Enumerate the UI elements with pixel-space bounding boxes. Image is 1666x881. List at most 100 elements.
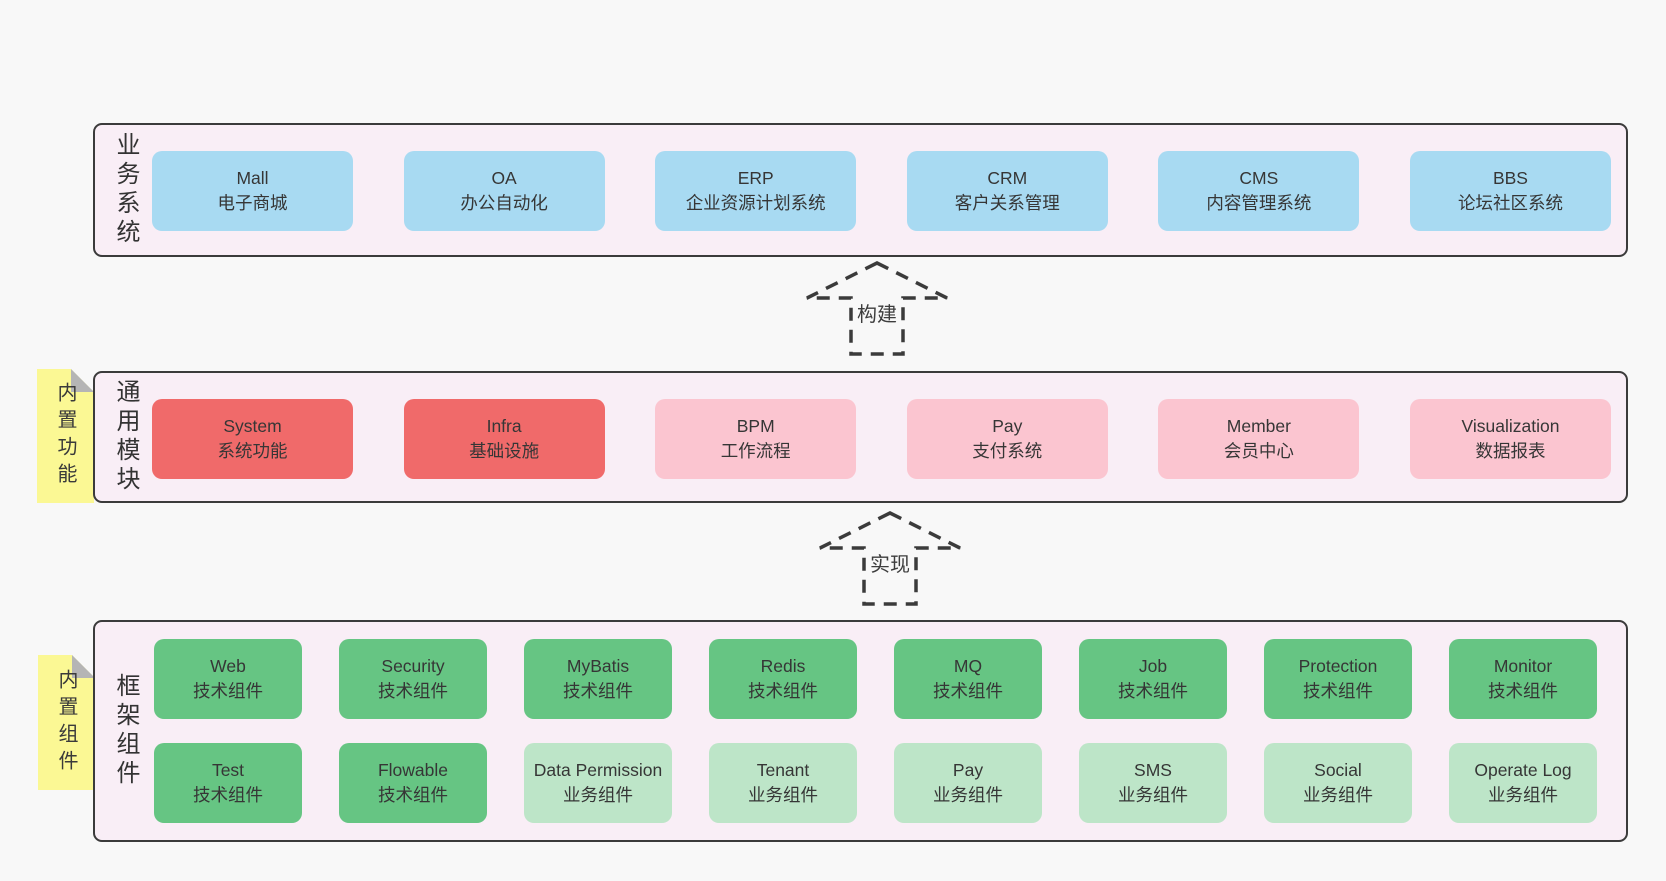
box-title: Tenant bbox=[756, 760, 810, 780]
box-subtitle: 工作流程 bbox=[720, 441, 791, 461]
box-subtitle: 业务组件 bbox=[1488, 785, 1558, 805]
folded-corner-icon bbox=[72, 655, 95, 678]
folded-corner-icon bbox=[71, 369, 94, 392]
band-common-modules: 通用模块 System 系统功能 Infra 基础设施 BPM 工作流程 Pay 支付系统 Me… bbox=[93, 371, 1628, 503]
sticky-note-shape bbox=[37, 369, 94, 503]
box-subtitle: 技术组件 bbox=[378, 681, 448, 701]
box-title: BBS bbox=[1492, 168, 1528, 188]
box-title: Infra bbox=[486, 416, 522, 436]
component-box-sms: SMS 业务组件 bbox=[1079, 743, 1227, 823]
box-subtitle: 支付系统 bbox=[972, 441, 1043, 461]
component-box-bbs: BBS 论坛社区系统 bbox=[1409, 151, 1611, 231]
box-title: Security bbox=[381, 656, 445, 676]
box-title: Pay bbox=[952, 760, 984, 780]
component-box-mybatis: MyBatis 技术组件 bbox=[524, 639, 672, 719]
box-title: Operate Log bbox=[1474, 760, 1572, 780]
box-title: Web bbox=[210, 656, 246, 676]
dashed-up-arrow-icon bbox=[806, 261, 948, 356]
component-box-oa: OA 办公自动化 bbox=[403, 151, 605, 231]
box-subtitle: 基础设施 bbox=[469, 441, 540, 461]
box-title: BPM bbox=[736, 416, 775, 436]
box-title: OA bbox=[491, 168, 517, 188]
box-subtitle: 业务组件 bbox=[933, 785, 1003, 805]
band-label-common-modules: 通用模块 bbox=[112, 379, 139, 495]
arrow-build-label: 构建 bbox=[854, 298, 900, 327]
dashed-up-arrow-icon bbox=[819, 511, 961, 606]
box-subtitle: 数据报表 bbox=[1475, 441, 1546, 461]
box-subtitle: 技术组件 bbox=[748, 681, 818, 701]
box-title: Visualization bbox=[1461, 416, 1560, 436]
sticky-note-shape bbox=[38, 655, 95, 790]
component-box-security: Security 技术组件 bbox=[339, 639, 487, 719]
box-subtitle: 业务组件 bbox=[563, 785, 633, 805]
box-subtitle: 技术组件 bbox=[1488, 681, 1558, 701]
box-subtitle: 技术组件 bbox=[193, 681, 263, 701]
box-title: Flowable bbox=[377, 760, 449, 780]
component-box-mq: MQ 技术组件 bbox=[894, 639, 1042, 719]
component-box-test: Test 技术组件 bbox=[154, 743, 302, 823]
box-title: Protection bbox=[1298, 656, 1378, 676]
box-title: Data Permission bbox=[533, 760, 663, 780]
component-box-pay: Pay 支付系统 bbox=[906, 399, 1108, 479]
arrow-implement-icon: 实现 bbox=[815, 508, 965, 608]
box-subtitle: 办公自动化 bbox=[460, 193, 548, 213]
component-box-bpm: BPM 工作流程 bbox=[655, 399, 857, 479]
component-box-visualization: Visualization 数据报表 bbox=[1409, 399, 1611, 479]
box-title: ERP bbox=[737, 168, 774, 188]
sticky-note-builtin-features: 内置功能 bbox=[37, 369, 94, 503]
box-subtitle: 会员中心 bbox=[1223, 441, 1294, 461]
component-box-system: System 系统功能 bbox=[152, 399, 353, 479]
arrow-implement-label: 实现 bbox=[867, 548, 913, 577]
component-box-social: Social 业务组件 bbox=[1264, 743, 1412, 823]
component-box-cms: CMS 内容管理系统 bbox=[1158, 151, 1360, 231]
box-title: CMS bbox=[1239, 168, 1279, 188]
component-box-flowable: Flowable 技术组件 bbox=[339, 743, 487, 823]
box-title: Test bbox=[211, 760, 245, 780]
box-subtitle: 技术组件 bbox=[378, 785, 448, 805]
box-subtitle: 业务组件 bbox=[748, 785, 818, 805]
box-subtitle: 论坛社区系统 bbox=[1457, 193, 1563, 213]
component-box-erp: ERP 企业资源计划系统 bbox=[655, 151, 857, 231]
component-box-operate-log: Operate Log 业务组件 bbox=[1449, 743, 1597, 823]
component-box-redis: Redis 技术组件 bbox=[709, 639, 857, 719]
box-subtitle: 技术组件 bbox=[933, 681, 1003, 701]
band-label-framework-components: 框架组件 bbox=[112, 673, 139, 789]
box-subtitle: 企业资源计划系统 bbox=[685, 193, 826, 213]
box-title: Mall bbox=[236, 168, 269, 188]
box-title: Redis bbox=[760, 656, 806, 676]
box-subtitle: 技术组件 bbox=[193, 785, 263, 805]
box-title: SMS bbox=[1134, 760, 1172, 780]
box-subtitle: 内容管理系统 bbox=[1206, 193, 1312, 213]
box-subtitle: 业务组件 bbox=[1118, 785, 1188, 805]
component-box-web: Web 技术组件 bbox=[154, 639, 302, 719]
box-title: System bbox=[223, 416, 282, 436]
component-box-pay: Pay 业务组件 bbox=[894, 743, 1042, 823]
box-title: Pay bbox=[992, 416, 1023, 436]
box-title: MQ bbox=[953, 656, 983, 676]
sticky-note-text: 内置功能 bbox=[54, 382, 76, 490]
box-subtitle: 技术组件 bbox=[563, 681, 633, 701]
box-title: CRM bbox=[987, 168, 1028, 188]
box-subtitle: 技术组件 bbox=[1303, 681, 1373, 701]
arrow-build-icon: 构建 bbox=[802, 258, 952, 358]
box-title: Social bbox=[1314, 760, 1362, 780]
box-subtitle: 系统功能 bbox=[217, 441, 288, 461]
sticky-note-builtin-components: 内置组件 bbox=[38, 655, 95, 790]
component-box-monitor: Monitor 技术组件 bbox=[1449, 639, 1597, 719]
box-title: MyBatis bbox=[566, 656, 630, 676]
box-title: Job bbox=[1138, 656, 1168, 676]
component-box-protection: Protection 技术组件 bbox=[1264, 639, 1412, 719]
component-box-infra: Infra 基础设施 bbox=[403, 399, 605, 479]
component-box-tenant: Tenant 业务组件 bbox=[709, 743, 857, 823]
box-subtitle: 业务组件 bbox=[1303, 785, 1373, 805]
box-title: Monitor bbox=[1493, 656, 1553, 676]
